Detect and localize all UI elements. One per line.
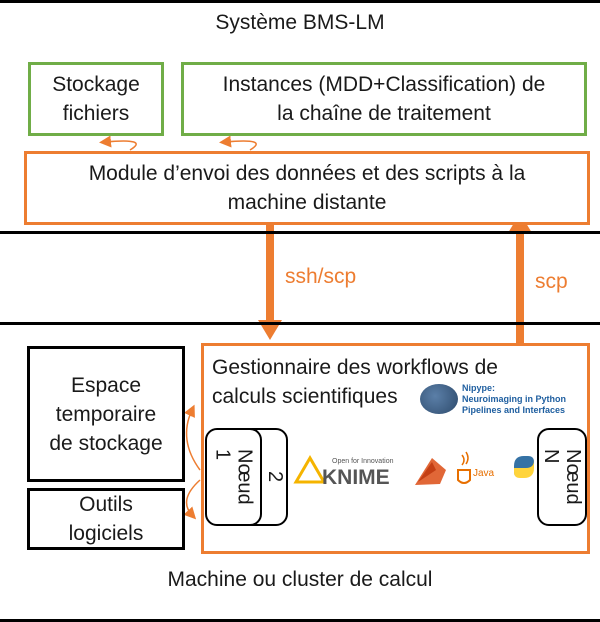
knime-tagline: Open for Innovation (332, 458, 394, 465)
knime-logo-text: KNIME (322, 466, 390, 489)
temp-storage-label: Espace temporaire de stockage (49, 373, 163, 455)
workflow-manager-title: Gestionnaire des workflows de calculs sc… (212, 356, 498, 408)
node-n-word: Nœud (562, 449, 584, 505)
tool-logos-layer (293, 451, 534, 485)
knime-triangle-icon (293, 455, 327, 484)
arrow-module-to-instances (219, 135, 257, 151)
tools-label: Outils logiciels (68, 493, 144, 545)
module-label: Module d’envoi des données et des script… (88, 162, 526, 214)
system-bms-lm-box (0, 0, 600, 234)
java-cup-icon (457, 469, 471, 484)
node-1-number: 1 (211, 449, 234, 461)
module-box: Module d’envoi des données et des script… (24, 151, 590, 225)
arrow-manager-to-temp-storage (184, 404, 201, 471)
storage-files-box: Stockage fichiers (28, 62, 164, 136)
machine-title: Machine ou cluster de calcul (167, 568, 433, 591)
instances-box: Instances (MDD+Classification) de la cha… (181, 62, 587, 136)
arrow-manager-to-tools (183, 479, 201, 520)
python-icon (514, 456, 534, 478)
node-2-number-wrap: 2 (262, 428, 288, 526)
node-1: 1 Nœud (205, 428, 262, 526)
nipype-brain-icon (420, 384, 458, 414)
node-n: N Nœud (537, 428, 587, 526)
storage-files-label: Stockage fichiers (52, 73, 140, 125)
ssh-scp-arrowhead (258, 320, 282, 340)
ssh-scp-label: ssh/scp (285, 265, 357, 288)
node-n-number: N (540, 449, 562, 464)
system-title: Système BMS-LM (215, 11, 385, 34)
nipype-logo-text: Nipype: Neuroimaging in Python Pipelines… (462, 383, 567, 415)
java-logo-text: Java (473, 468, 495, 479)
node-2-number: 2 (264, 471, 286, 483)
instances-label: Instances (MDD+Classification) de la cha… (222, 73, 546, 125)
temp-storage-box: Espace temporaire de stockage (27, 346, 185, 482)
node-1-word: Nœud (233, 449, 256, 505)
tools-box: Outils logiciels (27, 488, 185, 550)
scp-label: scp (535, 270, 568, 293)
arrow-module-to-storage (99, 135, 137, 151)
